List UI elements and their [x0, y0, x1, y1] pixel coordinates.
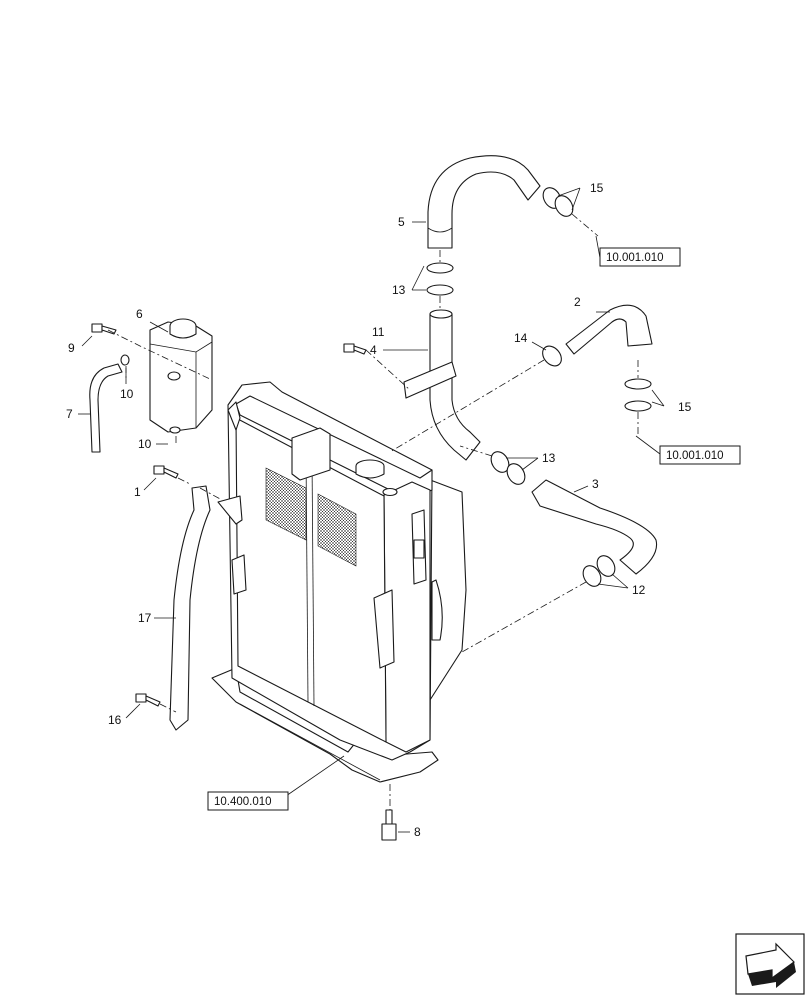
clamp-12 [582, 555, 616, 587]
callout-14: 14 [514, 331, 528, 345]
assembly-centerlines [107, 213, 639, 810]
callout-1: 1 [134, 485, 141, 499]
callout-13-upper: 13 [392, 283, 406, 297]
callout-9: 9 [68, 341, 75, 355]
clamp-13-upper [426, 262, 454, 296]
nut-10-upper [120, 354, 130, 366]
upper-hose-5 [427, 155, 541, 249]
clamp-15-top [542, 187, 574, 217]
callout-7: 7 [66, 407, 73, 421]
bolt-1 [153, 465, 179, 479]
bolt-11 [343, 343, 367, 355]
reference-box-mid[interactable]: 10.001.010 [659, 445, 741, 465]
callout-10-lower: 10 [138, 437, 152, 451]
callout-5: 5 [398, 215, 405, 229]
callout-11: 11 [372, 325, 385, 339]
svg-text:10.400.010: 10.400.010 [214, 796, 272, 808]
callout-13-lower: 13 [542, 451, 556, 465]
bolt-16 [135, 693, 161, 707]
callout-12: 12 [632, 583, 646, 597]
support-strap-17 [169, 485, 211, 731]
callout-8: 8 [414, 825, 421, 839]
callout-labels: 5 15 13 4 11 2 14 15 13 3 12 6 9 10 7 10… [66, 181, 692, 839]
clamp-14 [542, 345, 562, 367]
bolt-8 [381, 809, 397, 841]
callout-10-upper: 10 [120, 387, 134, 401]
reference-box-bottom[interactable]: 10.400.010 [207, 791, 289, 811]
callout-4: 4 [370, 343, 377, 357]
pipe-4 [403, 309, 481, 461]
leader-lines [78, 187, 665, 833]
callout-17: 17 [138, 611, 152, 625]
svg-text:10.001.010: 10.001.010 [606, 252, 664, 264]
overflow-hose [89, 363, 123, 453]
hose-2 [565, 304, 653, 355]
callout-16: 16 [108, 713, 122, 727]
reference-box-top[interactable]: 10.001.010 [599, 247, 681, 267]
callout-15-mid: 15 [678, 400, 692, 414]
clamp-13-lower [490, 451, 526, 485]
hose-3 [531, 479, 658, 575]
callout-6: 6 [136, 307, 143, 321]
expansion-tank [149, 318, 213, 434]
next-page-arrow-icon[interactable] [735, 933, 805, 995]
svg-text:10.001.010: 10.001.010 [666, 450, 724, 462]
callout-15-top: 15 [590, 181, 604, 195]
radiator [211, 381, 467, 783]
callout-2: 2 [574, 295, 581, 309]
callout-3: 3 [592, 477, 599, 491]
clamp-15-mid [624, 378, 652, 412]
